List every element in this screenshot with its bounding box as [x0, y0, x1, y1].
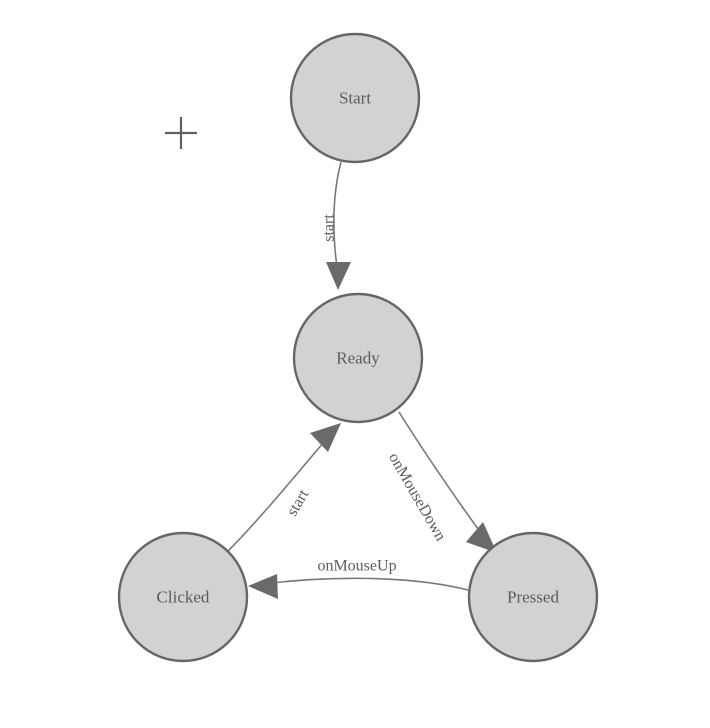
arrowhead-icon — [310, 423, 341, 452]
node-label-pressed: Pressed — [507, 588, 559, 607]
edge-start-to-ready[interactable]: start — [321, 161, 352, 290]
node-label-clicked: Clicked — [157, 588, 210, 607]
node-circle[interactable] — [117, 531, 249, 663]
edge-pressed-to-clicked[interactable]: onMouseUp — [248, 558, 469, 600]
edge-path — [398, 411, 487, 541]
node-label-start: Start — [339, 89, 371, 108]
node-circle[interactable] — [292, 292, 424, 424]
plus-marker[interactable] — [165, 117, 197, 149]
node-circle[interactable] — [289, 32, 421, 164]
edge-label-onmouseup: onMouseUp — [317, 558, 396, 575]
arrowhead-icon — [248, 574, 278, 599]
node-start[interactable]: Start — [289, 32, 421, 164]
edge-label-start-clicked-ready: start — [284, 486, 313, 519]
node-label-ready: Ready — [336, 349, 380, 368]
edge-ready-to-pressed[interactable]: onMouseDown — [385, 411, 497, 553]
arrowhead-icon — [466, 522, 497, 553]
edge-path — [263, 577, 469, 591]
node-clicked[interactable]: Clicked — [117, 531, 249, 663]
edge-label-start-ready: start — [321, 214, 338, 242]
edge-clicked-to-ready[interactable]: start — [226, 423, 341, 553]
node-pressed[interactable]: Pressed — [467, 531, 599, 663]
node-ready[interactable]: Ready — [292, 292, 424, 424]
node-circle[interactable] — [467, 531, 599, 663]
edge-path — [226, 434, 331, 553]
edge-label-onmousedown: onMouseDown — [385, 450, 449, 544]
arrowhead-icon — [326, 262, 351, 290]
nodes-layer: Start Ready Clicked Pressed — [117, 32, 599, 663]
